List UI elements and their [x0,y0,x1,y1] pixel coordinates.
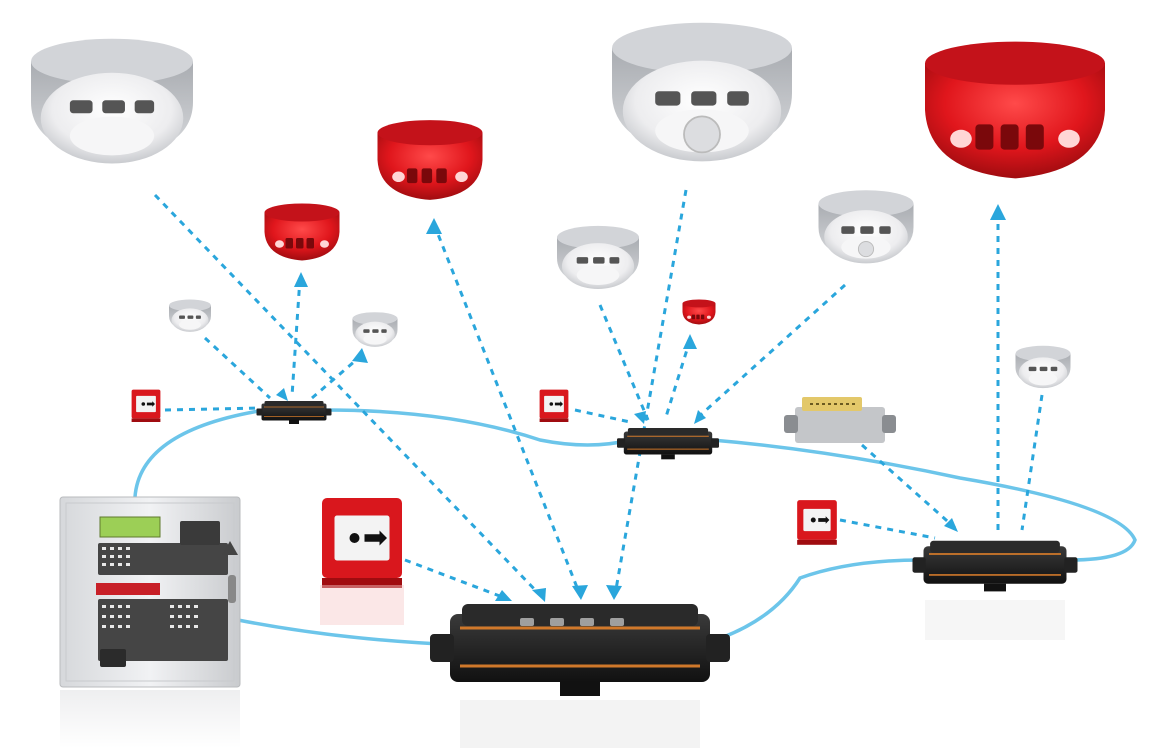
link-line [574,408,631,424]
link-line [693,283,847,422]
arrowhead [694,410,706,424]
link-line [1020,394,1044,531]
reflection [320,585,404,625]
link-line [164,406,261,412]
manual-call-point-large [322,498,402,588]
loop-cable-segment [133,408,267,499]
sounder-small-left [264,203,340,261]
arrowhead [683,334,697,349]
smoke-detector-small-3 [1015,345,1071,389]
arrowhead [276,388,288,401]
arrowhead [294,272,308,287]
panel-warning-icon [222,541,238,555]
link-line [613,189,688,596]
arrowhead [634,411,646,424]
link-line [290,277,302,397]
junction-box-left [256,400,332,425]
link-line [861,443,956,530]
smoke-detector-small-1 [169,299,211,332]
loop-cable-segment [323,408,632,447]
panel-warning-strip [96,583,160,595]
arrowhead [990,204,1006,220]
manual-call-point-right [797,500,837,545]
arrowhead [532,588,546,602]
arrowhead [495,590,512,601]
arrowhead [606,585,622,600]
manual-call-point-center [539,389,569,422]
junction-reflection [460,700,700,748]
loop-cable-segment [710,438,1137,562]
loop-cable-segment [698,558,922,647]
sounder-medium-center [377,120,483,200]
loop-cables [133,408,1137,647]
panel-key-lock [228,575,236,603]
sounder-tiny-center [682,299,716,325]
panel-printer-slot [100,649,126,667]
link-line [404,558,506,600]
junction-box-center [616,427,720,460]
panel-lcd-display [99,516,161,538]
arrowhead [426,218,442,234]
link-arrowheads [276,204,1006,602]
link-line [598,304,650,421]
wireless-links [153,189,1044,600]
heat-detector-medium-right [818,190,914,264]
arrowhead [352,348,368,363]
link-line [663,339,692,421]
heat-detector-large-center [612,22,792,162]
fire-alarm-control-panel [59,496,241,688]
arrowhead [944,518,958,532]
junction-reflection [925,600,1065,640]
manual-call-point-left [131,389,161,422]
smoke-detector-large-left [31,38,193,164]
smoke-detector-small-2 [352,312,398,347]
link-line [839,518,936,540]
smoke-detector-medium-center [557,225,639,290]
junction-box-right [911,539,1079,593]
panel-keypad [180,521,220,545]
junction-box-main [428,602,732,698]
panel-reflection-fade [60,690,240,748]
link-line [153,193,542,597]
interface-module [784,397,896,443]
link-line [203,336,272,400]
sounder-large-right [925,41,1105,179]
arrowhead [572,585,588,600]
link-line [311,353,363,400]
